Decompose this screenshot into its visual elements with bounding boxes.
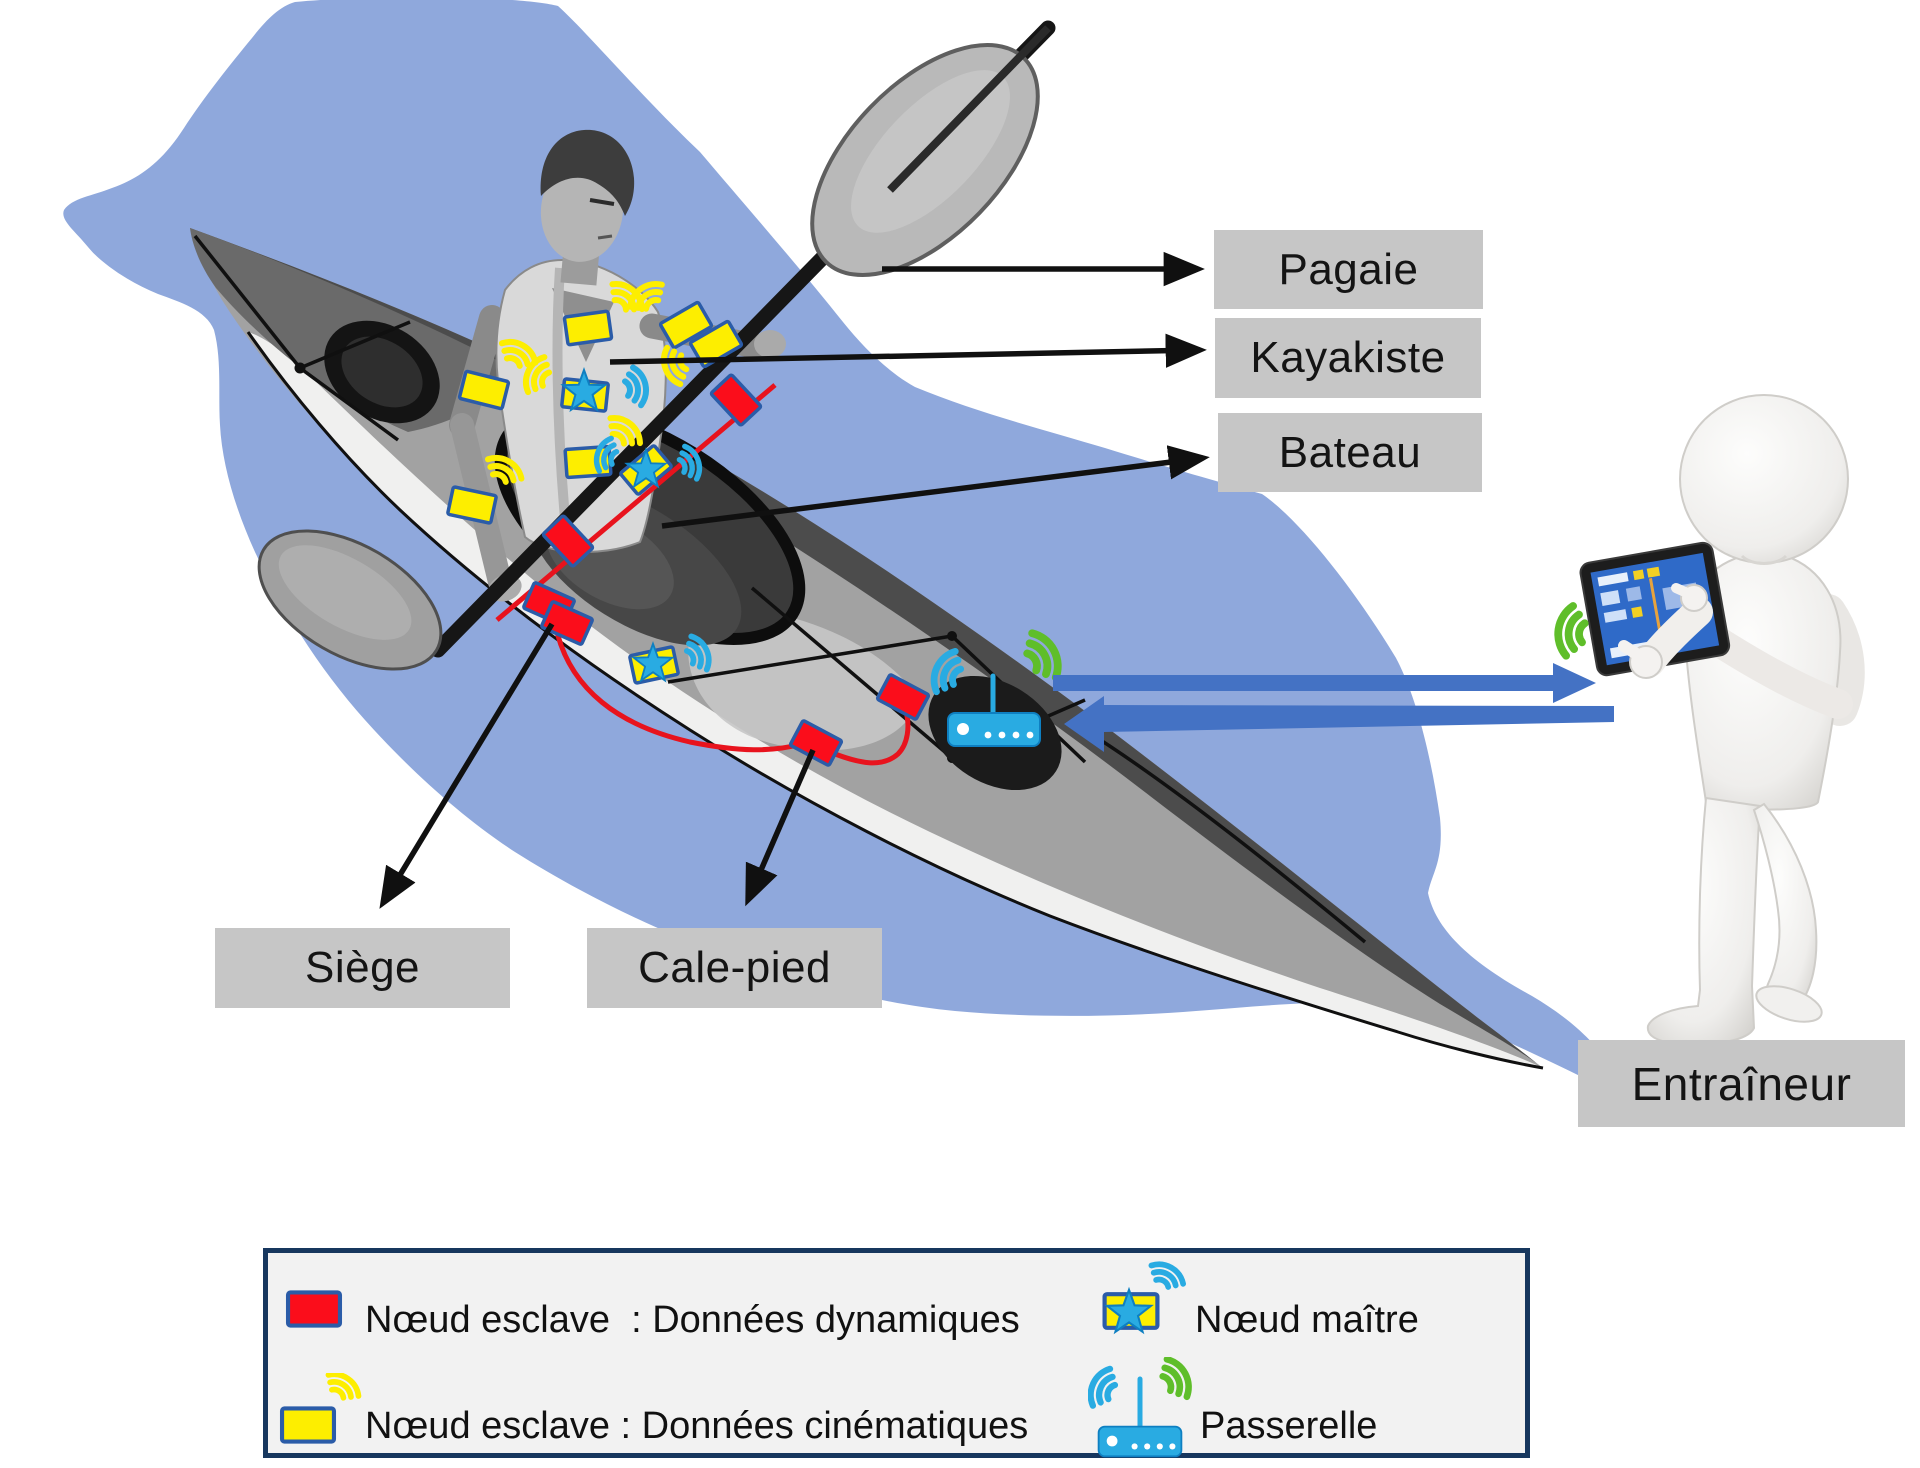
callout-siege: Siège: [215, 928, 510, 1008]
gateway-router-icon-legend: [1088, 1357, 1192, 1458]
legend: Nœud esclave : Données dynamiques Nœud e…: [263, 1248, 1530, 1458]
stern-rigging-lines: [193, 234, 411, 442]
yellow-node-wifi-icon: [276, 1373, 372, 1447]
callout-entraineur: Entraîneur: [1578, 1040, 1905, 1127]
callout-pagaie: Pagaie: [1214, 230, 1483, 309]
coach-tablet: [1579, 541, 1731, 677]
sensor-wire: [553, 627, 911, 766]
coach-head: [1679, 394, 1849, 564]
paddle-sensor-cable: [495, 383, 777, 622]
callout-bateau: Bateau: [1218, 413, 1482, 492]
master-node-icon: [1093, 1261, 1193, 1333]
arrow-to-cale-pied: [745, 748, 816, 907]
callout-cale-pied: Cale-pied: [587, 928, 882, 1008]
callout-arrows: [379, 251, 1210, 909]
arrow-to-bateau: [661, 445, 1210, 529]
legend-item-label: Passerelle: [1200, 1405, 1378, 1447]
comm-arrow-from-coach: [1064, 696, 1614, 752]
callout-kayakiste: Kayakiste: [1215, 318, 1481, 398]
red-node-icon: [276, 1287, 352, 1331]
tablet-wifi-icon: [1555, 604, 1587, 657]
gateway-router-icon: [928, 628, 1066, 747]
paddle-blade-bottom: [257, 529, 443, 671]
legend-item-label: Nœud esclave : Données dynamiques: [365, 1299, 1020, 1341]
paddle: [257, 20, 1056, 671]
comm-arrow-to-coach: [1053, 663, 1596, 703]
coach-figure: [1555, 394, 1865, 1046]
legend-item-label: Nœud maître: [1195, 1299, 1419, 1341]
arrow-to-kayakiste: [609, 333, 1207, 368]
legend-item-label: Nœud esclave : Données cinématiques: [365, 1405, 1029, 1447]
arrow-to-siege: [379, 622, 555, 909]
kayaker-head: [540, 129, 635, 262]
